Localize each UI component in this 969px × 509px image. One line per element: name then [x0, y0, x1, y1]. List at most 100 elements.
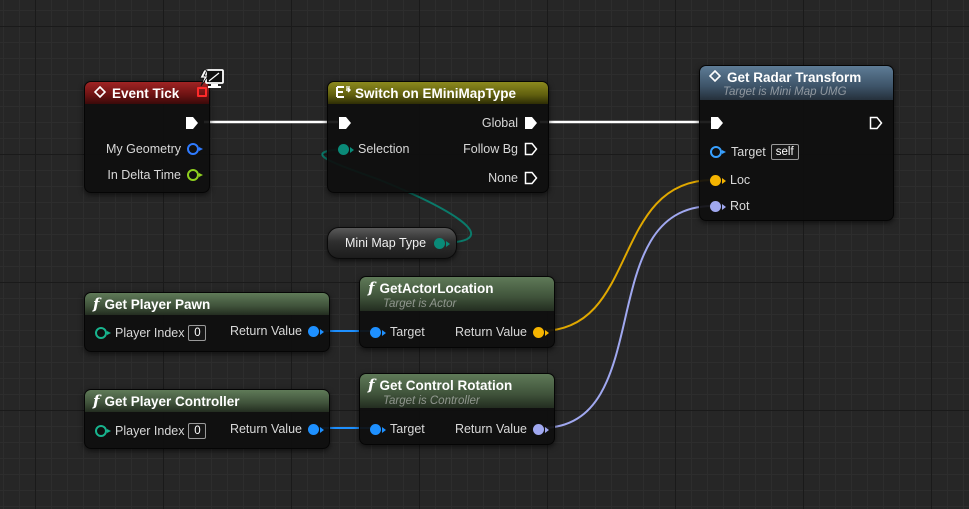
monitor-debug-icon[interactable] — [197, 69, 224, 91]
get-control-rotation-title: Get Control Rotation — [379, 377, 513, 393]
function-icon: f — [368, 376, 375, 394]
player-index-label: Player Index — [115, 424, 185, 438]
get-player-pawn-header[interactable]: f Get Player Pawn — [85, 293, 329, 315]
get-control-rotation-node[interactable]: f Get Control Rotation Target is Control… — [359, 373, 555, 445]
radar-target-self-value[interactable]: self — [770, 144, 799, 160]
rotator-wire-rotation-to-rot — [540, 205, 714, 429]
get-player-controller-node[interactable]: f Get Player Controller Player Index 0 R… — [84, 389, 330, 449]
loc-row: Loc — [710, 171, 750, 189]
return-value-pin[interactable] — [533, 326, 549, 338]
radar-target-row: Target self — [710, 143, 799, 161]
actor-location-target-row: Target — [370, 323, 425, 341]
in-delta-time-label: In Delta Time — [107, 168, 181, 182]
target-label: Target — [390, 325, 425, 339]
pawn-return-row: Return Value — [229, 322, 324, 340]
radar-target-pin[interactable] — [710, 146, 726, 158]
event-tick-exec-tab — [197, 87, 207, 97]
follow-bg-label: Follow Bg — [463, 142, 518, 156]
get-player-pawn-title: Get Player Pawn — [104, 296, 211, 312]
control-rotation-target-row: Target — [370, 420, 425, 438]
target-pin[interactable] — [370, 326, 386, 338]
switch-node[interactable]: Switch on EMiniMapType Selection Global … — [327, 81, 549, 193]
event-tick-node[interactable]: Event Tick My Geometry In Delta Time — [84, 81, 210, 193]
exec-out-pin[interactable] — [869, 116, 883, 130]
get-radar-transform-title: Get Radar Transform — [727, 69, 862, 85]
event-tick-title: Event Tick — [112, 85, 180, 101]
selection-row: Selection — [338, 140, 409, 158]
get-actor-location-subtitle: Target is Actor — [383, 298, 457, 310]
follow-bg-row: Follow Bg — [463, 140, 538, 158]
player-index-input[interactable]: 0 — [188, 423, 207, 439]
function-icon: f — [93, 295, 100, 313]
player-index-pin[interactable] — [95, 425, 111, 437]
loc-pin[interactable] — [710, 174, 726, 186]
my-geometry-pin[interactable] — [187, 143, 203, 155]
get-player-controller-title: Get Player Controller — [104, 393, 240, 409]
target-pin[interactable] — [370, 423, 386, 435]
global-row: Global — [482, 114, 538, 132]
player-index-pin[interactable] — [95, 327, 111, 339]
return-value-label: Return Value — [229, 324, 302, 338]
return-value-label: Return Value — [229, 422, 302, 436]
switch-icon — [336, 85, 351, 102]
mini-map-type-pin[interactable] — [434, 238, 450, 249]
global-label: Global — [481, 116, 518, 130]
function-icon: f — [93, 392, 100, 410]
target-label: Target — [390, 422, 425, 436]
return-value-label: Return Value — [454, 422, 527, 436]
get-actor-location-title: GetActorLocation — [379, 280, 494, 296]
event-diamond-icon — [708, 69, 722, 85]
rot-row: Rot — [710, 197, 749, 215]
selection-pin[interactable] — [338, 143, 354, 155]
my-geometry-row: My Geometry — [105, 140, 203, 158]
player-index-label: Player Index — [115, 326, 185, 340]
radar-exec-out-row — [869, 114, 883, 132]
follow-bg-exec-pin[interactable] — [524, 142, 538, 156]
get-player-pawn-node[interactable]: f Get Player Pawn Player Index 0 Return … — [84, 292, 330, 352]
in-delta-time-pin[interactable] — [187, 169, 203, 181]
exec-in-pin[interactable] — [710, 116, 724, 130]
get-player-controller-header[interactable]: f Get Player Controller — [85, 390, 329, 412]
get-radar-transform-node[interactable]: Get Radar Transform Target is Mini Map U… — [699, 65, 894, 221]
get-radar-transform-header[interactable]: Get Radar Transform Target is Mini Map U… — [700, 66, 893, 100]
none-label: None — [488, 171, 518, 185]
exec-in-pin[interactable] — [338, 116, 352, 130]
actor-location-return-row: Return Value — [454, 323, 549, 341]
event-tick-exec-out-row — [185, 114, 199, 132]
my-geometry-label: My Geometry — [105, 142, 181, 156]
event-diamond-icon — [93, 85, 107, 101]
return-value-pin[interactable] — [308, 325, 324, 337]
function-icon: f — [368, 279, 375, 297]
radar-exec-in-row — [710, 114, 724, 132]
get-actor-location-node[interactable]: f GetActorLocation Target is Actor Targe… — [359, 276, 555, 348]
rot-label: Rot — [730, 199, 750, 213]
control-rotation-return-row: Return Value — [454, 420, 549, 438]
loc-label: Loc — [730, 173, 751, 187]
exec-out-pin[interactable] — [185, 116, 199, 130]
get-control-rotation-subtitle: Target is Controller — [383, 395, 480, 407]
return-value-label: Return Value — [454, 325, 527, 339]
none-exec-pin[interactable] — [524, 171, 538, 185]
vector-wire-location-to-loc — [540, 179, 714, 332]
mini-map-type-variable-node[interactable]: Mini Map Type — [327, 227, 457, 259]
in-delta-time-row: In Delta Time — [107, 166, 203, 184]
global-exec-pin[interactable] — [524, 116, 538, 130]
player-index-input[interactable]: 0 — [188, 325, 207, 341]
controller-return-row: Return Value — [229, 420, 324, 438]
switch-exec-in-row — [338, 114, 352, 132]
selection-label: Selection — [358, 142, 410, 156]
get-radar-transform-subtitle: Target is Mini Map UMG — [723, 85, 847, 98]
switch-header[interactable]: Switch on EMiniMapType — [328, 82, 548, 104]
get-control-rotation-header[interactable]: f Get Control Rotation Target is Control… — [360, 374, 554, 408]
controller-player-index-row: Player Index 0 — [95, 422, 207, 440]
return-value-pin[interactable] — [533, 423, 549, 435]
pawn-player-index-row: Player Index 0 — [95, 324, 207, 342]
get-actor-location-header[interactable]: f GetActorLocation Target is Actor — [360, 277, 554, 311]
radar-target-label: Target — [731, 145, 766, 159]
switch-title: Switch on EMiniMapType — [355, 85, 517, 101]
mini-map-type-label: Mini Map Type — [345, 236, 427, 250]
rot-pin[interactable] — [710, 200, 726, 212]
return-value-pin[interactable] — [308, 423, 324, 435]
none-row: None — [488, 169, 538, 187]
event-tick-header[interactable]: Event Tick — [85, 82, 209, 104]
